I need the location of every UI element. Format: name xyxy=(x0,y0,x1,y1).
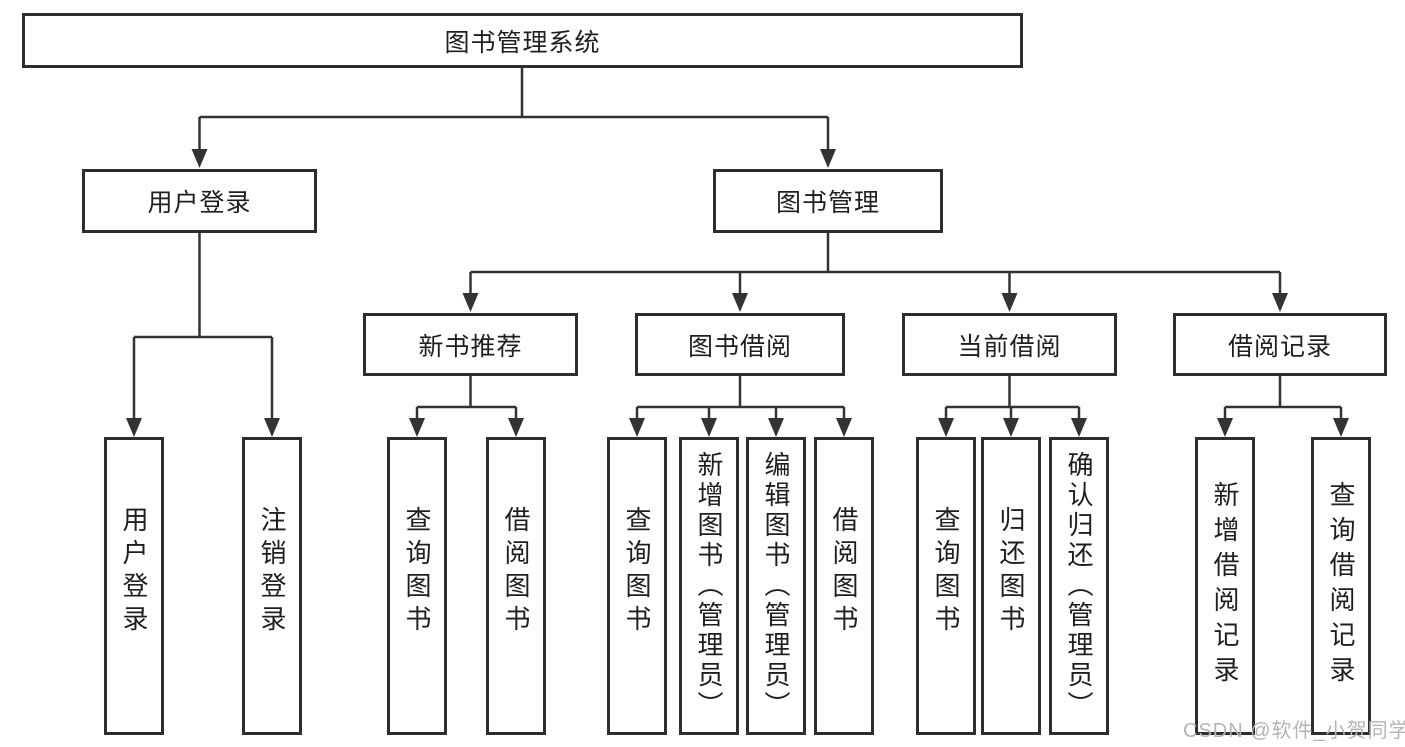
leaf-query-books-current: 查询图书 xyxy=(916,437,976,735)
leaf-query-borrow-record-label: 查询借阅记录 xyxy=(1326,481,1356,691)
leaf-query-books-recommend-label: 查询图书 xyxy=(402,506,432,638)
leaf-add-books-admin: 新增图书（管理员） xyxy=(679,437,739,735)
node-book-management-label: 图书管理 xyxy=(775,189,880,217)
connector-book-management xyxy=(469,233,1282,297)
node-current-borrow: 当前借阅 xyxy=(902,313,1117,376)
leaf-query-borrow-record: 查询借阅记录 xyxy=(1311,437,1371,735)
leaf-query-books-borrow: 查询图书 xyxy=(607,437,667,735)
leaf-query-books-borrow-label: 查询图书 xyxy=(622,506,652,638)
leaf-query-books-current-label: 查询图书 xyxy=(931,506,961,638)
leaf-user-login: 用户登录 xyxy=(104,437,164,735)
leaf-edit-books-admin: 编辑图书（管理员） xyxy=(746,437,806,735)
node-root: 图书管理系统 xyxy=(22,13,1023,68)
node-user-login-label: 用户登录 xyxy=(147,189,252,217)
node-new-book-recommend: 新书推荐 xyxy=(363,313,578,376)
node-new-book-recommend-label: 新书推荐 xyxy=(418,332,523,361)
leaf-borrow-books-label: 借阅图书 xyxy=(829,506,859,638)
leaf-add-borrow-record: 新增借阅记录 xyxy=(1195,437,1255,735)
leaf-return-books: 归还图书 xyxy=(981,437,1041,735)
connector-root xyxy=(198,68,830,152)
node-book-borrow: 图书借阅 xyxy=(635,313,845,376)
leaf-borrow-books-recommend-label: 借阅图书 xyxy=(501,506,531,638)
leaf-return-books-label: 归还图书 xyxy=(996,506,1026,638)
node-root-label: 图书管理系统 xyxy=(444,28,601,57)
watermark: CSDN @软件_小贺同学 xyxy=(1183,720,1405,742)
node-user-login: 用户登录 xyxy=(82,169,317,233)
leaf-add-books-admin-label: 新增图书（管理员） xyxy=(694,451,724,721)
leaf-confirm-return-admin-label: 确认归还（管理员） xyxy=(1064,451,1094,721)
connector-book-borrow xyxy=(635,376,846,421)
leaf-borrow-books-recommend: 借阅图书 xyxy=(486,437,546,735)
connector-new-book-recommend xyxy=(415,376,518,421)
connector-user-login xyxy=(132,233,274,421)
arrowheads xyxy=(126,149,1349,437)
leaf-confirm-return-admin: 确认归还（管理员） xyxy=(1049,437,1109,735)
node-book-borrow-label: 图书借阅 xyxy=(687,332,792,361)
node-borrow-records: 借阅记录 xyxy=(1173,313,1387,376)
node-book-management: 图书管理 xyxy=(713,169,943,233)
connector-borrow-records xyxy=(1223,376,1343,421)
leaf-add-borrow-record-label: 新增借阅记录 xyxy=(1210,481,1240,691)
leaf-logout: 注销登录 xyxy=(242,437,302,735)
leaf-borrow-books: 借阅图书 xyxy=(814,437,874,735)
node-current-borrow-label: 当前借阅 xyxy=(957,332,1062,361)
connector-current-borrow xyxy=(944,376,1081,421)
leaf-user-login-label: 用户登录 xyxy=(119,506,149,638)
leaf-edit-books-admin-label: 编辑图书（管理员） xyxy=(761,451,791,721)
node-borrow-records-label: 借阅记录 xyxy=(1227,332,1332,361)
leaf-logout-label: 注销登录 xyxy=(257,506,287,638)
leaf-query-books-recommend: 查询图书 xyxy=(387,437,447,735)
